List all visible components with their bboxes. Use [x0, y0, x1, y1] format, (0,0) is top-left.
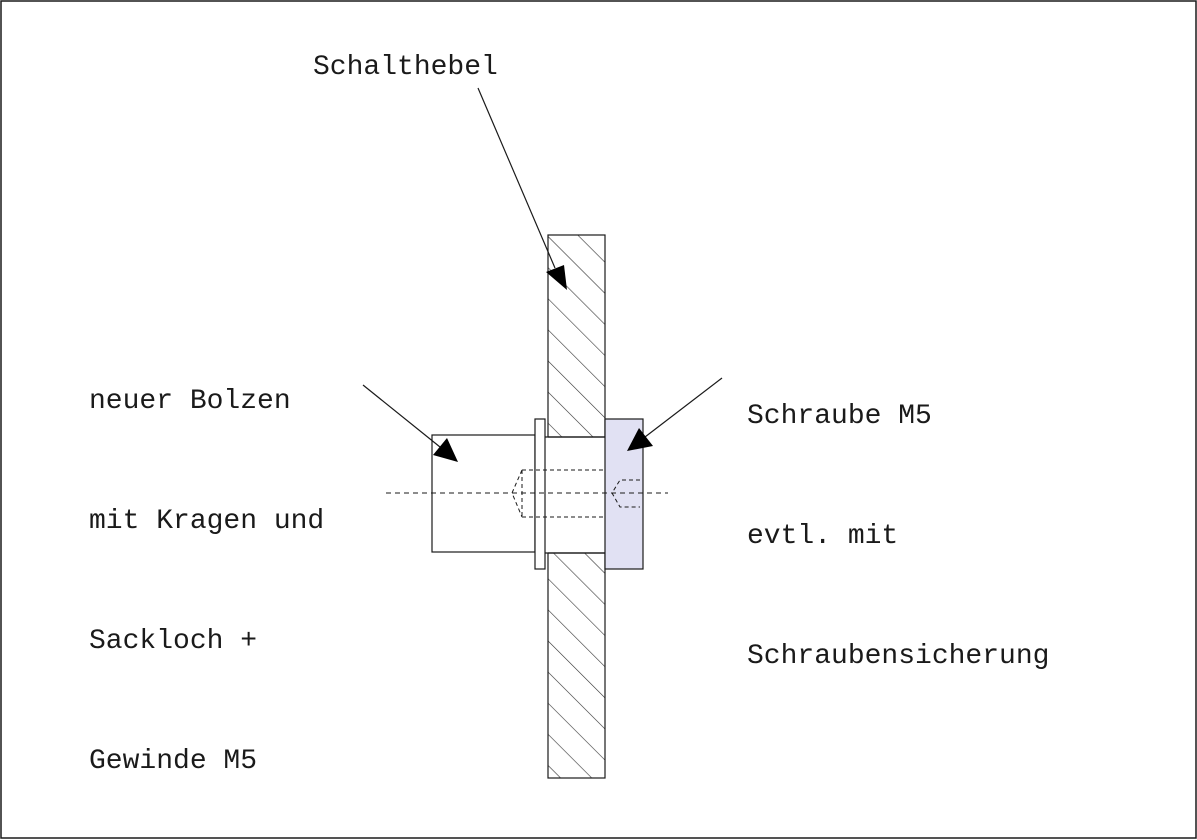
bolt-collar [534, 418, 546, 570]
label-screw-line2: evtl. mit [747, 521, 899, 552]
label-bolt-line1: neuer Bolzen [89, 386, 291, 417]
leader-screw [627, 377, 723, 451]
label-screw-line3: Schraubensicherung [747, 641, 1050, 672]
label-screw: Schraube M5 evtl. mit Schraubensicherung [747, 317, 1049, 757]
label-bolt: neuer Bolzen mit Kragen und Sackloch + G… [89, 302, 324, 840]
leader-lever [477, 87, 567, 290]
label-bolt-line2: mit Kragen und [89, 506, 325, 537]
lever-bar [547, 234, 606, 779]
label-screw-line1: Schraube M5 [747, 401, 932, 432]
label-bolt-line3: Sackloch + [89, 626, 258, 657]
lever-bore [547, 437, 606, 553]
label-schalthebel: Schalthebel [313, 52, 498, 83]
label-bolt-line4: Gewinde M5 [89, 746, 258, 777]
leader-bolt [362, 384, 458, 462]
